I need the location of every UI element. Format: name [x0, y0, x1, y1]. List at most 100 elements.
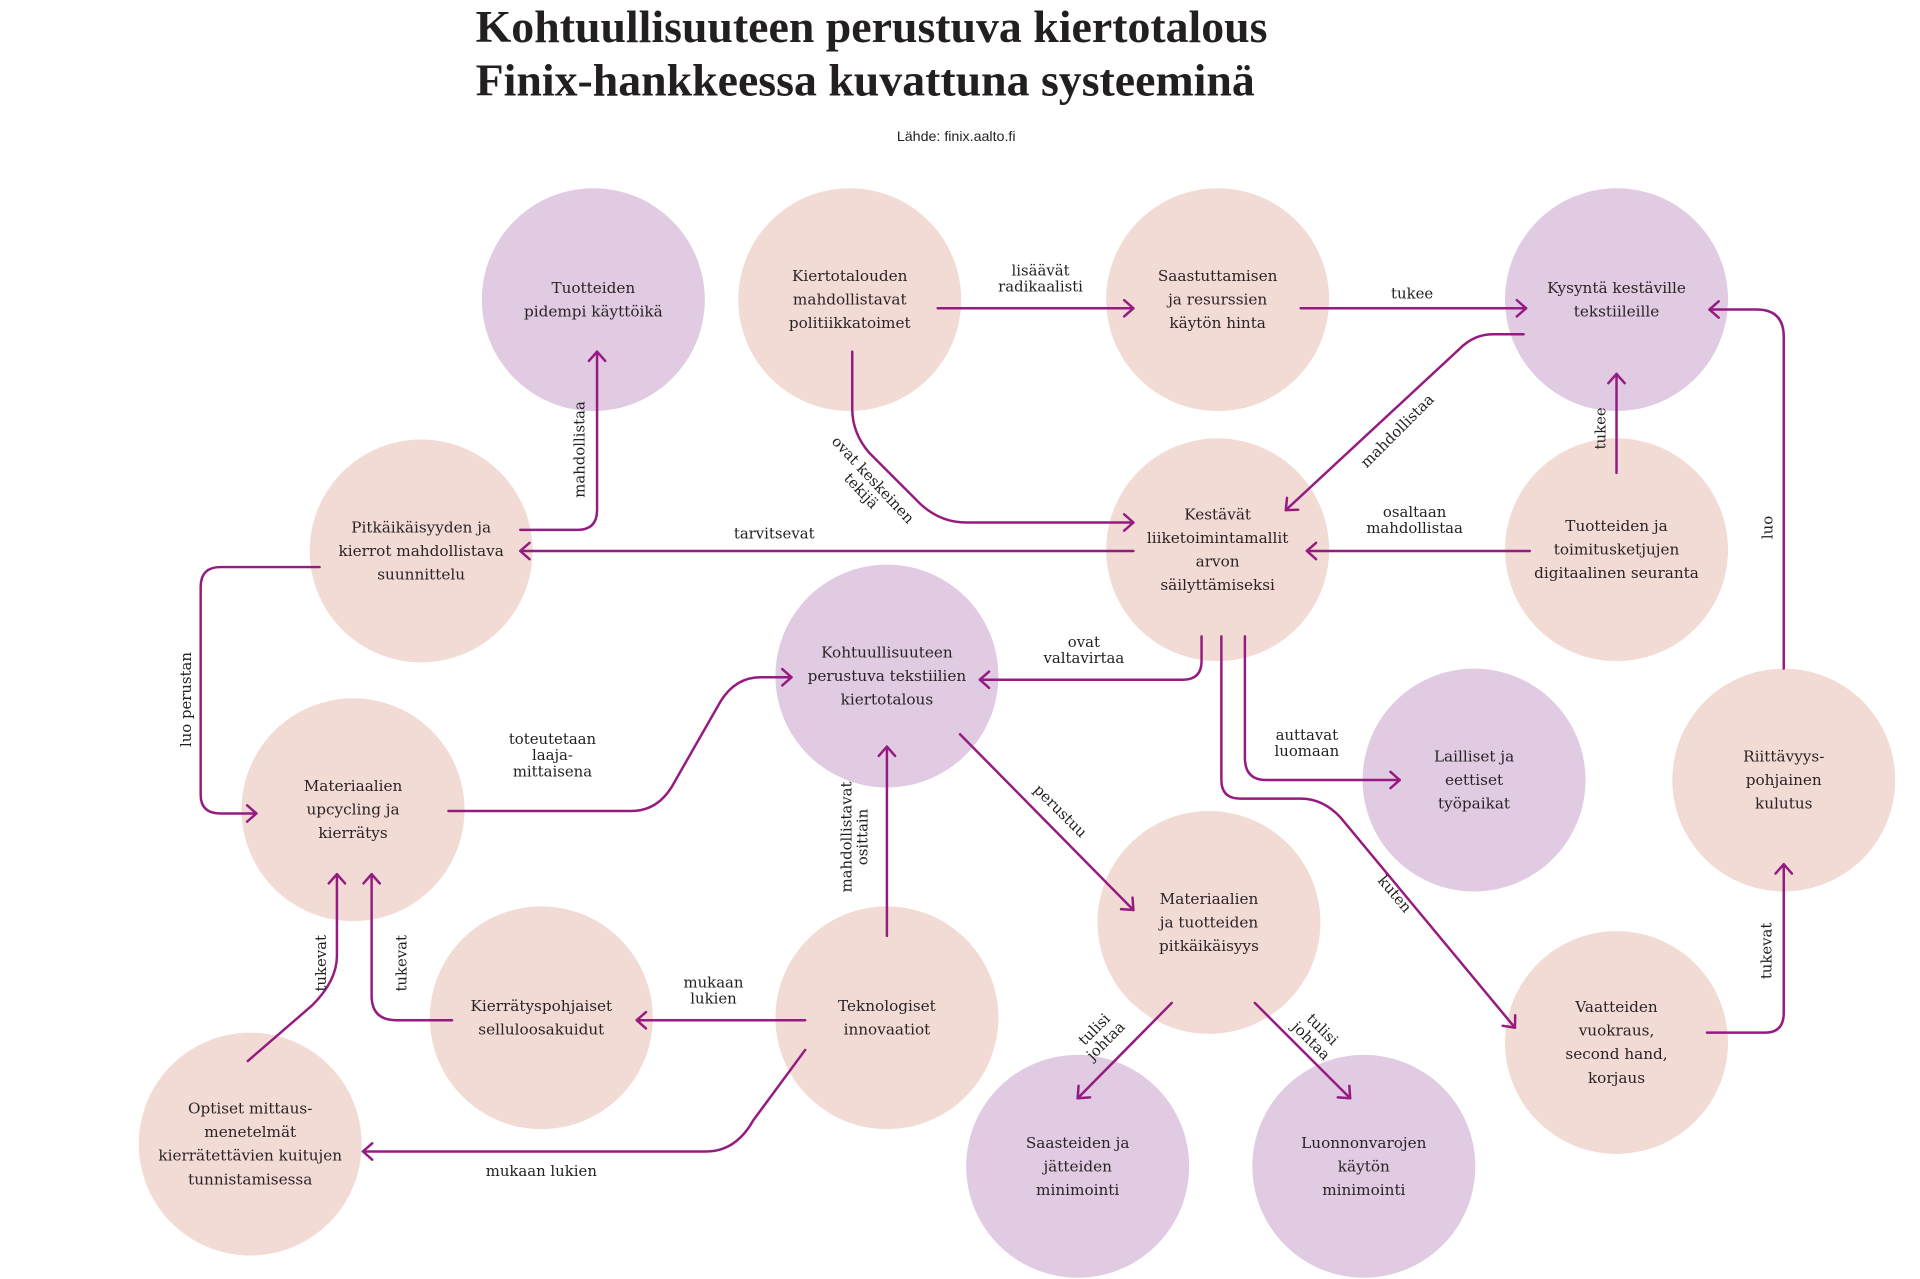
- title-line-1: Kohtuullisuuteen perustuva kiertotalous: [476, 1, 1268, 52]
- edge-label-line: toteutetaan: [509, 730, 597, 748]
- edge-suunnittelu-to-kayttoika: [519, 350, 607, 532]
- node-label-line: Kierrätyspohjaiset: [470, 997, 612, 1015]
- node-label-line: perustuva tekstiilien: [808, 667, 967, 685]
- edge-label-line: tukee: [1391, 284, 1433, 302]
- arrowhead-icon: [1122, 298, 1135, 318]
- edge-label-line: osaltaan: [1383, 503, 1447, 521]
- arrowhead-icon: [877, 745, 897, 758]
- node-label-line: pohjainen: [1746, 771, 1822, 789]
- node-label-line: Materiaalien: [1160, 890, 1259, 908]
- node-label-line: Kiertotalouden: [792, 267, 908, 285]
- edges-layer: [199, 298, 1794, 1161]
- edge-label-line: perustuu: [1030, 781, 1091, 842]
- edge-label: kuten: [1374, 872, 1416, 917]
- edge-label-line: osittain: [854, 808, 872, 865]
- edge-label-line: mukaan: [684, 973, 744, 991]
- edge-line: [1243, 635, 1401, 782]
- node-label-line: kiertotalous: [841, 691, 934, 709]
- edge-label-line: tukee: [1591, 407, 1609, 449]
- arrowhead-icon: [1708, 300, 1720, 319]
- edge-label-line: lisäävät: [1011, 261, 1069, 279]
- node-label-line: digitaalinen seuranta: [1534, 564, 1699, 582]
- edge-label: tukevat: [1757, 923, 1775, 980]
- edge-label: tukee: [1391, 284, 1433, 302]
- edge-upcycling-to-kiertotalous: [447, 667, 793, 813]
- edge-label: mahdollistaa: [1357, 390, 1438, 471]
- node-pitkaikaisyys: Materiaalien ja tuotteiden pitkäikäisyys: [1097, 810, 1321, 1034]
- edge-label: tarvitsevat: [734, 525, 815, 543]
- edge-teknologia-to-kiertotalous: [877, 745, 897, 938]
- edge-politiikka-to-hinta: [936, 298, 1135, 318]
- edge-line: [370, 872, 454, 1022]
- edge-line: [246, 872, 339, 1063]
- node-label-line: kierrätys: [318, 824, 387, 842]
- arrowhead-icon: [361, 1142, 374, 1161]
- node-label-line: menetelmät: [204, 1123, 296, 1141]
- edge-label-line: tukevat: [1757, 923, 1775, 980]
- node-label-line: työpaikat: [1438, 795, 1510, 813]
- edge-label-line: luomaan: [1275, 742, 1340, 760]
- arrowhead-icon: [1501, 1014, 1517, 1029]
- edge-label-line: laaja-: [532, 746, 573, 764]
- edge-label: luo: [1759, 516, 1777, 539]
- edge-label-line: mahdollistaa: [571, 401, 589, 498]
- edge-line: [1284, 333, 1525, 512]
- arrowhead-icon: [1305, 541, 1318, 561]
- arrowhead-icon: [587, 350, 607, 363]
- edge-label: tukee: [1591, 407, 1609, 449]
- node-circle: [738, 188, 962, 412]
- node-circle: [309, 439, 533, 663]
- source-credit: Lähde: finix.aalto.fi: [897, 129, 1016, 145]
- edge-label-line: tukevat: [312, 935, 330, 992]
- edge-seuranta-to-kysynta: [1607, 372, 1626, 475]
- edge-label: luo perustan: [177, 652, 195, 747]
- node-circle: [241, 698, 465, 922]
- edge-liiketoiminta-to-kiertotalous: [978, 635, 1203, 690]
- edge-line: [958, 732, 1135, 912]
- node-circle: [429, 906, 653, 1130]
- node-politiikka: Kiertotaloudenmahdollistavatpolitiikkato…: [738, 188, 962, 412]
- node-circle: [138, 1032, 362, 1256]
- arrowhead-icon: [1122, 513, 1135, 532]
- node-label-line: Pitkäikäisyyden ja: [351, 518, 491, 536]
- node-label-line: Tuotteiden ja: [1565, 517, 1667, 535]
- node-label-line: Optiset mittaus-: [188, 1100, 312, 1118]
- edge-label-line: radikaalisti: [998, 278, 1083, 296]
- edge-teknologia-to-selluloosa: [635, 1010, 807, 1030]
- edge-label-line: tukevat: [392, 935, 410, 992]
- node-label-line: second hand,: [1565, 1045, 1667, 1063]
- arrowhead-icon: [1389, 770, 1401, 790]
- edge-line: [1220, 635, 1517, 1029]
- node-label-line: pitkäikäisyys: [1159, 937, 1259, 955]
- node-circle: [775, 564, 999, 788]
- edge-liiketoiminta-to-suunnittelu: [519, 541, 1135, 561]
- edge-label-line: mahdollistaa: [1357, 390, 1438, 471]
- edge-label-line: auttavat: [1276, 726, 1338, 744]
- edge-pitkaikaisyys-to-saasteet: [1076, 1001, 1174, 1100]
- node-label-line: Riittävyys-: [1743, 747, 1824, 765]
- node-label-line: tunnistamisessa: [188, 1170, 312, 1188]
- edge-line: [978, 635, 1203, 681]
- node-label-line: upcycling ja: [306, 801, 399, 819]
- edge-label-line: luo: [1759, 516, 1777, 539]
- node-circle: [1505, 438, 1728, 662]
- edge-label: perustuu: [1030, 781, 1091, 842]
- node-circle: [966, 1054, 1190, 1278]
- edge-teknologia-to-optiset: [361, 1048, 807, 1161]
- node-label-line: ja tuotteiden: [1158, 913, 1259, 931]
